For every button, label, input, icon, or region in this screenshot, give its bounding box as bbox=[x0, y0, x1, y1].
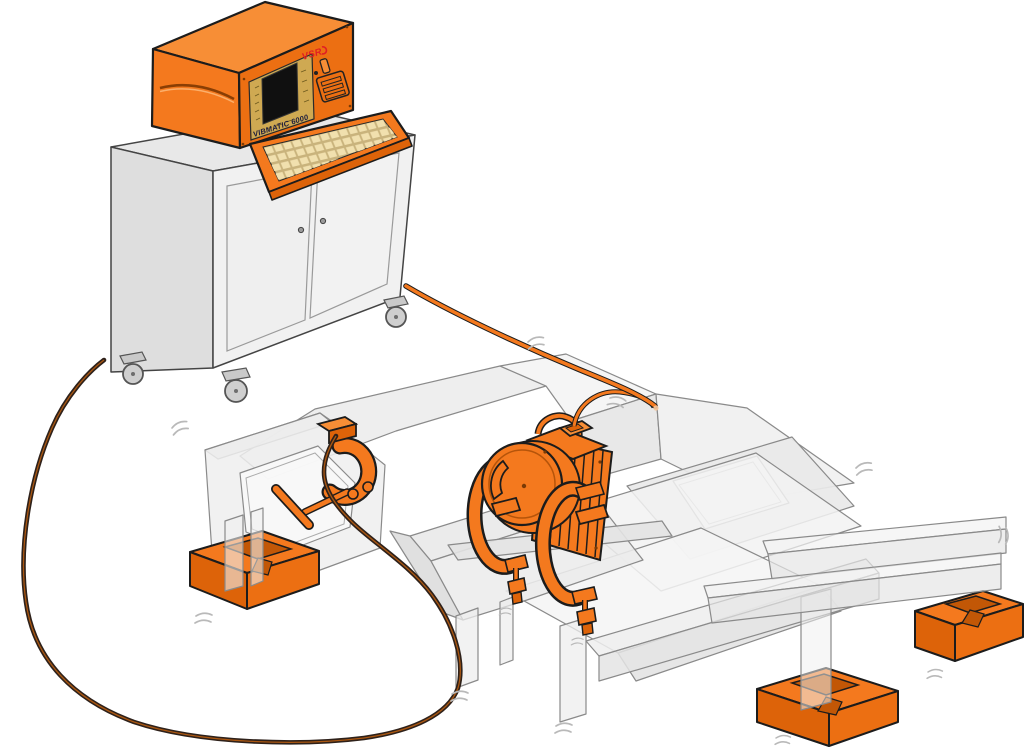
c-clamp-right bbox=[534, 480, 606, 636]
clamp-roller bbox=[347, 488, 359, 500]
clamp-jaw bbox=[504, 554, 529, 573]
power-cable-fill bbox=[404, 284, 657, 408]
t-handle-bar-fill bbox=[272, 485, 313, 529]
caster-wheel bbox=[119, 351, 147, 385]
motor-bolt bbox=[543, 450, 547, 454]
clamp-screw-tip bbox=[581, 622, 594, 636]
vent-grille bbox=[315, 70, 350, 103]
sensor-cable-core bbox=[22, 359, 461, 743]
power-cable-end bbox=[653, 405, 659, 411]
console-screen bbox=[261, 62, 299, 125]
keyboard-tray bbox=[248, 109, 413, 201]
control-console: VSR VIBMATIC 6000 bbox=[150, 0, 413, 201]
clamp-screw-nut bbox=[507, 577, 527, 595]
keyboard-tray-lip bbox=[268, 137, 413, 201]
panel-screws bbox=[241, 25, 352, 146]
workpiece-leg bbox=[499, 596, 514, 666]
pad-notch bbox=[943, 595, 1003, 614]
workpiece-leg bbox=[250, 507, 264, 587]
workpiece-rail bbox=[767, 528, 1007, 580]
clamp-roller bbox=[362, 481, 374, 493]
clamp-screw-tip bbox=[511, 591, 523, 605]
clamp-jaw bbox=[571, 586, 598, 605]
isolation-pad-right bbox=[914, 590, 1024, 662]
workpiece-over-pads bbox=[224, 507, 1007, 711]
door-knob bbox=[297, 226, 305, 234]
clamp-screw-shaft-fill bbox=[302, 489, 350, 515]
motor-flange bbox=[574, 503, 610, 526]
motor-bolt bbox=[598, 460, 602, 464]
panel-tick-marks bbox=[254, 69, 310, 130]
motor-flange bbox=[490, 496, 522, 518]
vsr-logo-swoosh-icon bbox=[321, 46, 328, 55]
panel-button bbox=[314, 71, 318, 75]
console-side-groove bbox=[159, 83, 235, 101]
caster-wheel bbox=[383, 295, 409, 328]
keyboard-keys bbox=[263, 119, 397, 181]
motor-eccentric-slot bbox=[490, 459, 510, 501]
clamp-jaw bbox=[574, 481, 606, 501]
accelerometer-assembly bbox=[271, 416, 378, 530]
vibrator-motor-assembly bbox=[466, 389, 657, 636]
caster-wheel bbox=[221, 367, 251, 403]
workpiece-rail bbox=[707, 563, 1002, 624]
console-side-groove-light bbox=[159, 88, 235, 104]
pad-notch-dip bbox=[961, 609, 985, 628]
clamp-frame-fill bbox=[537, 483, 589, 605]
workpiece-leg bbox=[559, 617, 587, 723]
sensor-cable bbox=[21, 357, 463, 745]
panel-switch bbox=[319, 58, 331, 74]
clamp-screw-nut bbox=[576, 607, 597, 626]
motor-shaft-dot bbox=[521, 483, 527, 489]
motor-front-rim bbox=[488, 449, 556, 519]
door-knob bbox=[319, 217, 327, 225]
motor-bolt bbox=[594, 546, 598, 550]
power-cable bbox=[403, 283, 659, 411]
workpiece-leg bbox=[224, 514, 244, 592]
cabinet-side bbox=[110, 146, 214, 373]
